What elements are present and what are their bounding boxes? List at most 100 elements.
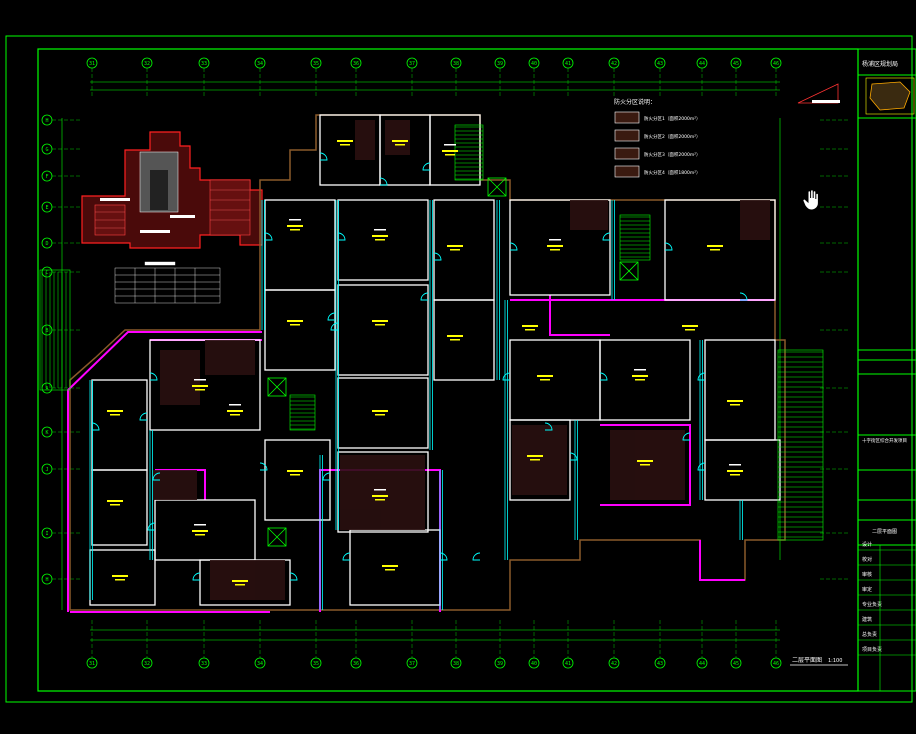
svg-text:37: 37 [409, 661, 415, 667]
grid-bubble: K [41, 426, 53, 438]
svg-text:G: G [45, 147, 48, 153]
grid-bubble: 36 [350, 657, 362, 669]
fire-zone-legend: 防火分区说明： 防火分区1（面积2000m²） 防火分区2（面积2000m²） 防火… [614, 98, 701, 178]
svg-text:防火分区2（面积2000m²）: 防火分区2（面积2000m²） [644, 133, 701, 140]
north-arrow [797, 83, 840, 104]
grid-bubble: 40 [528, 657, 540, 669]
svg-text:38: 38 [453, 661, 459, 667]
svg-text:41: 41 [565, 661, 571, 667]
titleblock-cell: 校对 [862, 556, 872, 563]
svg-text:39: 39 [497, 661, 503, 667]
grid-bubble: 43 [654, 657, 666, 669]
legend-row: 防火分区4（面积1800m²） [614, 165, 701, 178]
titleblock-cell: 审定 [862, 586, 872, 593]
grid-bubble: 43 [654, 57, 666, 69]
svg-text:防火分区3（面积2000m²）: 防火分区3（面积2000m²） [644, 151, 701, 158]
grid-bubble: 38 [450, 57, 462, 69]
grid-bubble: 42 [608, 57, 620, 69]
sheet-label: 二层平面图 1:100 [790, 657, 848, 666]
svg-text:35: 35 [313, 661, 319, 667]
titleblock-cell: 专业负责 [862, 601, 882, 608]
svg-text:37: 37 [409, 61, 415, 67]
grid-bubble: 44 [696, 657, 708, 669]
grid-bubble: H [41, 573, 53, 585]
svg-text:H: H [45, 118, 48, 124]
sheet-title: 二层平面图 [792, 657, 822, 664]
svg-text:防火分区1（面积2000m²）: 防火分区1（面积2000m²） [644, 115, 701, 122]
svg-text:43: 43 [657, 661, 663, 667]
svg-text:40: 40 [531, 661, 537, 667]
svg-text:A: A [45, 386, 48, 392]
grid-bubble: 45 [730, 57, 742, 69]
svg-text:36: 36 [353, 661, 359, 667]
stairs [39, 124, 824, 541]
svg-text:45: 45 [733, 61, 739, 67]
grid-bubble: 33 [198, 57, 210, 69]
grid-bubble: 41 [562, 657, 574, 669]
svg-text:33: 33 [201, 61, 207, 67]
titleblock-cell: 审核 [862, 571, 872, 578]
svg-text:32: 32 [144, 661, 150, 667]
grid-bubble: 46 [770, 57, 782, 69]
grid-bubble: 40 [528, 57, 540, 69]
titleblock-cell: 建筑 [862, 616, 872, 623]
grid-bubble: 41 [562, 57, 574, 69]
grid-bubble: 37 [406, 657, 418, 669]
svg-text:46: 46 [773, 61, 779, 67]
svg-text:D: D [45, 241, 48, 247]
grid-bubble: 35 [310, 657, 322, 669]
grid-bubble: G [41, 143, 53, 155]
outer-frame [5, 35, 913, 703]
svg-text:39: 39 [497, 61, 503, 67]
svg-text:44: 44 [699, 61, 705, 67]
grid-bubble: 34 [254, 657, 266, 669]
svg-text:I: I [45, 531, 48, 537]
svg-text:H: H [45, 577, 48, 583]
svg-text:防火分区4（面积1800m²）: 防火分区4（面积1800m²） [644, 169, 701, 176]
grid-bubble: 37 [406, 57, 418, 69]
legend-row: 防火分区2（面积2000m²） [614, 129, 701, 142]
grid-bubble: A [41, 382, 53, 394]
grid-bubble: 31 [86, 57, 98, 69]
svg-text:41: 41 [565, 61, 571, 67]
svg-text:J: J [45, 467, 48, 473]
grid-bubble: E [41, 201, 53, 213]
grid-bubble: 31 [86, 657, 98, 669]
grid-bubble: H [41, 114, 53, 126]
titleblock-project: 十字街区综合开发项目 [862, 437, 907, 444]
legend-title: 防火分区说明： [614, 98, 656, 106]
svg-text:36: 36 [353, 61, 359, 67]
grid-bubble: 32 [141, 657, 153, 669]
svg-text:33: 33 [201, 661, 207, 667]
svg-text:46: 46 [773, 661, 779, 667]
svg-text:34: 34 [257, 661, 263, 667]
grid-bubble: C [41, 266, 53, 278]
elevators [267, 177, 639, 547]
key-plan-site [81, 131, 263, 249]
svg-text:F: F [45, 174, 48, 180]
grid-bubble: 38 [450, 657, 462, 669]
titleblock-cell: 设计 [862, 541, 872, 548]
svg-text:32: 32 [144, 61, 150, 67]
grid-bubble: 42 [608, 657, 620, 669]
titleblock-header: 杨浦区规划局 [862, 60, 898, 68]
svg-text:31: 31 [89, 661, 95, 667]
svg-text:K: K [45, 430, 48, 436]
grid-bubble: I [41, 527, 53, 539]
floor-plan [39, 114, 824, 613]
grid-bubble: 46 [770, 657, 782, 669]
titleblock-sheet-name: 二层平面图 [872, 529, 897, 535]
grid-bubble: 34 [254, 57, 266, 69]
area-table [114, 261, 221, 304]
svg-text:43: 43 [657, 61, 663, 67]
svg-text:35: 35 [313, 61, 319, 67]
sheet-scale: 1:100 [828, 658, 842, 664]
grid-bubble: D [41, 237, 53, 249]
svg-text:B: B [45, 328, 48, 334]
svg-text:38: 38 [453, 61, 459, 67]
grid-bubbles-left: H G F E D C B A K J I H [41, 114, 53, 585]
grid-bubble: 33 [198, 657, 210, 669]
